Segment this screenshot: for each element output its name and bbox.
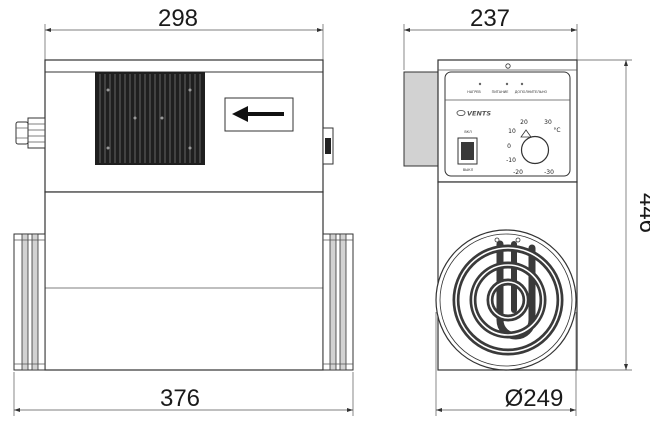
- dial-pointer-icon: [520, 129, 532, 138]
- side-knob: [322, 127, 334, 165]
- top-screw-icon: [505, 63, 511, 69]
- duct-body: [44, 191, 324, 371]
- dimension-298-label: 298: [158, 5, 198, 32]
- dial-tick-20-top: 20: [520, 119, 528, 126]
- brand-name: VENTS: [467, 110, 491, 118]
- indicator-label-power: ПИТАНИЕ: [492, 90, 509, 94]
- right-spigot: [322, 233, 354, 371]
- dimension-446: 446: [577, 59, 650, 371]
- thermostat-dial: 30 20 10 0 -10 -20 -30 °C: [506, 119, 561, 176]
- dial-tick-minus-30: -30: [544, 169, 554, 176]
- switch-label-on: ВКЛ: [464, 130, 472, 134]
- dial-unit: °C: [553, 127, 560, 134]
- duct-opening: [435, 229, 577, 371]
- front-view: 237 НАГРЕВ ПИТАНИЕ ДОПОЛНИТЕЛЬНО: [403, 5, 650, 416]
- dial-tick-minus-20: -20: [513, 169, 523, 176]
- rear-housing-shade: [403, 71, 439, 167]
- dial-tick-minus-10: -10: [506, 157, 516, 164]
- dimension-298: 298: [44, 5, 324, 62]
- dial-tick-30-top: 30: [544, 119, 552, 126]
- brand-logo: VENTS: [456, 110, 491, 118]
- dial-tick-0: 0: [507, 143, 511, 150]
- control-box: [44, 59, 324, 193]
- left-spigot: [13, 233, 46, 371]
- switch-label-off: ВЫКЛ: [463, 168, 474, 172]
- side-view: 298: [13, 5, 354, 416]
- dimension-376-label: 376: [160, 385, 200, 412]
- dimension-237-label: 237: [470, 5, 510, 32]
- dimension-237: 237: [403, 5, 578, 70]
- control-housing: НАГРЕВ ПИТАНИЕ ДОПОЛНИТЕЛЬНО VENTS ВКЛ В…: [437, 59, 578, 183]
- dimension-diameter: Ø249: [435, 312, 577, 416]
- indicator-label-extra: ДОПОЛНИТЕЛЬНО: [515, 90, 548, 94]
- cable-gland: [15, 117, 46, 149]
- dimension-diameter-label: Ø249: [505, 385, 564, 412]
- indicator-lamps: НАГРЕВ ПИТАНИЕ ДОПОЛНИТЕЛЬНО: [467, 82, 548, 94]
- dimension-376: 376: [13, 372, 354, 416]
- indicator-label-heat: НАГРЕВ: [467, 90, 481, 94]
- ventilation-grille: [95, 72, 205, 165]
- airflow-arrow-icon: [224, 97, 294, 132]
- dial-tick-10: 10: [508, 128, 516, 135]
- power-switch: ВКЛ ВЫКЛ: [457, 130, 478, 172]
- dimension-446-label: 446: [634, 193, 650, 233]
